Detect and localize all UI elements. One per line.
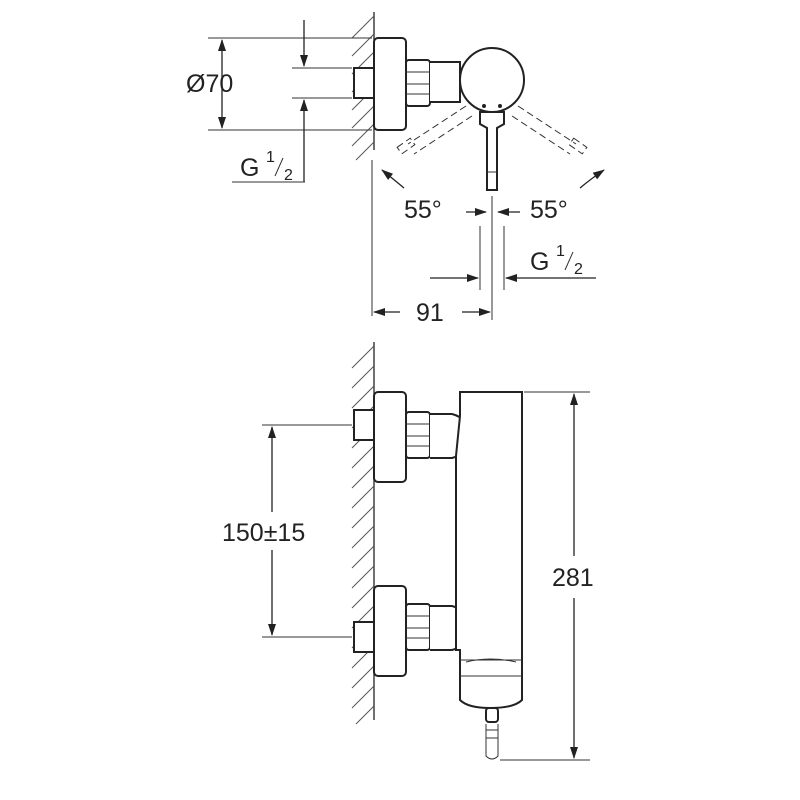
spacing-dimension: 150±15 [222,424,352,638]
angle-dimension: 55° 55° [371,160,605,316]
depth-dimension: 91 [373,299,491,327]
angle-left-label: 55° [404,196,442,224]
rosette-top [373,37,407,131]
height-label: 281 [552,564,594,592]
lever-swing-left [396,105,473,155]
thread-dimension-top: G 1 2 [232,20,352,184]
outlet-spout [485,707,499,760]
side-view: 150±15 281 [222,342,594,761]
connector-top [430,61,461,103]
thread-top-numerator: 1 [266,149,275,166]
angle-right-label: 55° [530,196,568,224]
thread-outlet-denominator: 2 [574,261,583,278]
lower-connection [353,585,472,677]
top-view: Ø70 G 1 2 55° 55° [186,12,605,327]
thread-outlet-numerator: 1 [556,243,565,260]
lever-top [479,111,505,191]
mixer-body [455,391,523,710]
pipe-stub-top [353,67,375,99]
spacing-label: 150±15 [222,519,305,547]
diameter-label: Ø70 [186,70,233,98]
nut-top [405,59,431,107]
handle-knob [459,47,525,113]
thread-top-prefix: G [240,154,259,182]
thread-outlet-prefix: G [530,248,549,276]
depth-label: 91 [416,299,444,327]
height-dimension: 281 [500,391,594,761]
diameter-dimension: Ø70 [186,37,372,131]
thread-top-denominator: 2 [284,167,293,184]
lever-swing-right [511,105,588,155]
wall-hatch-side [351,342,375,725]
thread-dimension-outlet: G 1 2 [430,243,596,282]
